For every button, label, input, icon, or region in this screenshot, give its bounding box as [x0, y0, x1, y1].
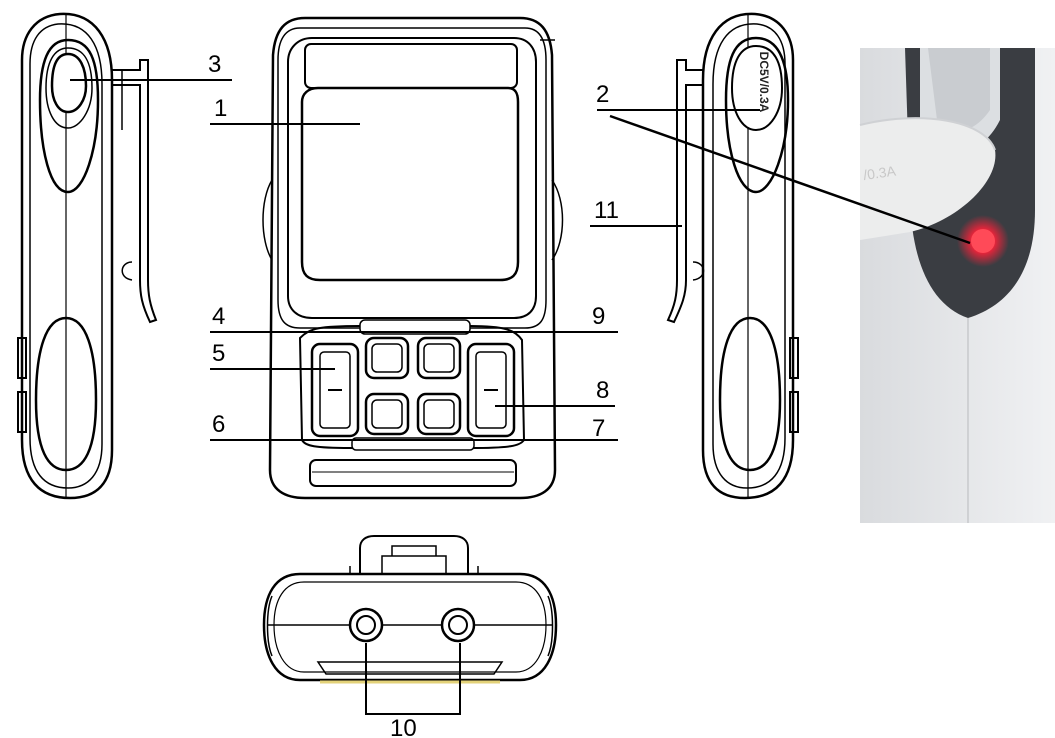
callout-1: 1: [214, 95, 227, 122]
led-photo: [859, 48, 1055, 523]
callout-2: 2: [596, 81, 609, 108]
rating-label: DC5V/0.3A: [757, 52, 771, 113]
callout-5: 5: [212, 340, 225, 367]
callout-labels: 3 1 2 11 4 9 5 8 6 7 10: [208, 51, 619, 738]
callout-7: 7: [592, 415, 605, 442]
bottom-view: [262, 535, 558, 682]
callout-10: 10: [390, 715, 417, 738]
leader-lines: [70, 79, 971, 715]
callout-9: 9: [592, 303, 605, 330]
leader-10: [365, 643, 461, 715]
callout-4: 4: [212, 303, 225, 330]
right-side-view: [666, 12, 799, 500]
callout-11: 11: [594, 197, 619, 224]
photo-rating-text: /0.3A: [862, 162, 897, 182]
leader-2-to-led: [609, 114, 971, 245]
left-side-view: [17, 12, 158, 500]
callout-3: 3: [208, 51, 221, 78]
front-view: [262, 16, 564, 500]
callout-6: 6: [212, 411, 225, 438]
callout-8: 8: [596, 377, 609, 404]
